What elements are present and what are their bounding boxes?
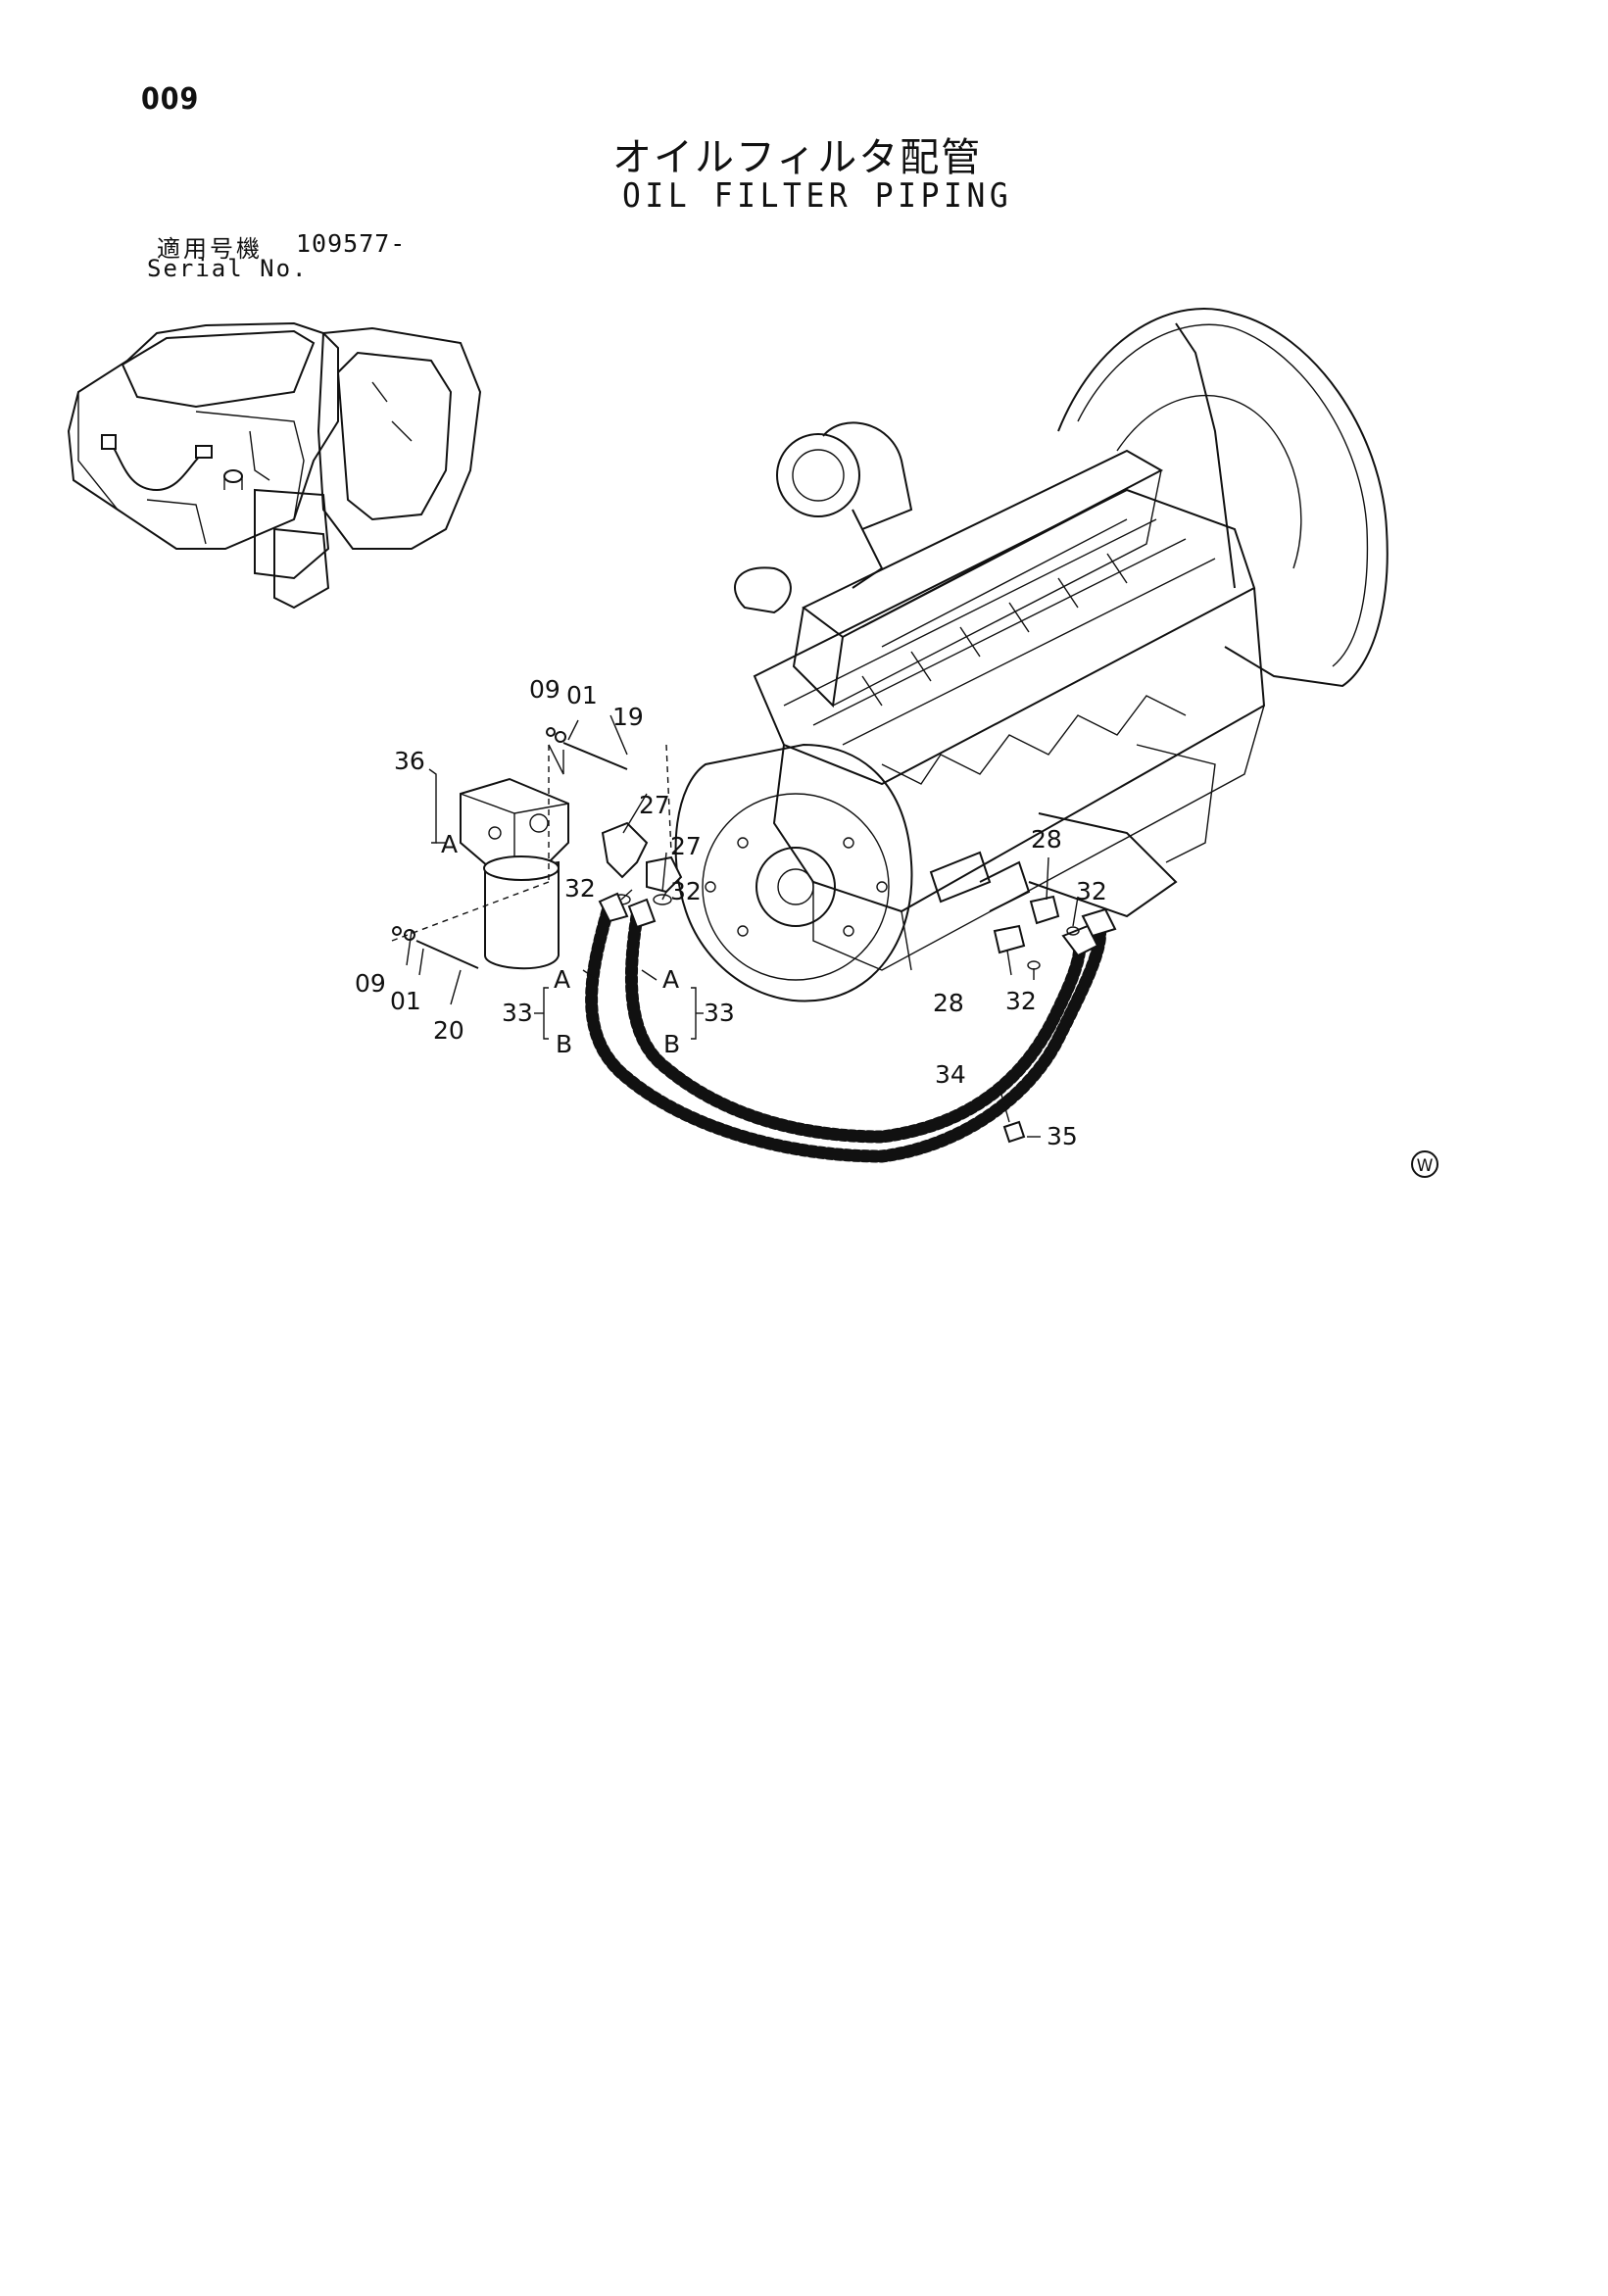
- callout-A-right: A: [662, 965, 679, 994]
- callout-27-upper: 27: [639, 791, 670, 819]
- callout-32-lower: 32: [1005, 987, 1037, 1015]
- elbow-fittings: [601, 821, 683, 905]
- callout-32-right: 32: [670, 877, 702, 905]
- callout-labels: 09 01 19 36 A 27 27 32 32 28 32 09 01 20…: [355, 675, 1107, 1150]
- callout-B-right: B: [663, 1030, 680, 1058]
- oil-hoses: [585, 892, 1117, 1163]
- callout-33-right: 33: [704, 999, 735, 1027]
- callout-A-filter: A: [441, 830, 458, 858]
- callout-01-top: 01: [566, 681, 598, 709]
- callout-B-left: B: [556, 1030, 572, 1058]
- adapter-fittings: [993, 895, 1080, 1144]
- callout-34: 34: [935, 1060, 966, 1089]
- serial-label-english: Serial No.: [147, 255, 309, 282]
- callout-28-lower: 28: [933, 989, 964, 1017]
- bolts: [392, 727, 628, 969]
- oil-filter-assembly: [460, 777, 569, 970]
- title-japanese: オイルフィルタ配管: [612, 135, 983, 180]
- callout-09-bottom: 09: [355, 969, 386, 998]
- page-number: 009: [141, 82, 200, 117]
- machine-locator-icon: [67, 321, 482, 610]
- callout-A-left: A: [554, 965, 570, 994]
- serial-number-value: 109577-: [296, 229, 407, 258]
- watermark-mark: W: [1411, 1150, 1438, 1178]
- callout-19: 19: [612, 703, 644, 731]
- svg-text:W: W: [1417, 1156, 1434, 1176]
- title-english: OIL FILTER PIPING: [622, 176, 1013, 216]
- callout-20: 20: [433, 1016, 464, 1045]
- callout-27-lower: 27: [670, 832, 702, 860]
- callout-28-upper: 28: [1031, 825, 1062, 854]
- callout-36: 36: [394, 747, 425, 775]
- callout-33-left: 33: [502, 999, 533, 1027]
- callout-32-upper-right: 32: [1076, 877, 1107, 905]
- serial-label-japanese: 適用号機: [157, 235, 263, 263]
- leader-lines: [391, 714, 1079, 1138]
- callout-35: 35: [1047, 1122, 1078, 1150]
- callout-32-left: 32: [564, 874, 596, 903]
- callout-01-bottom: 01: [390, 987, 421, 1015]
- engine-illustration: [674, 308, 1389, 1002]
- callout-09-top: 09: [529, 675, 560, 704]
